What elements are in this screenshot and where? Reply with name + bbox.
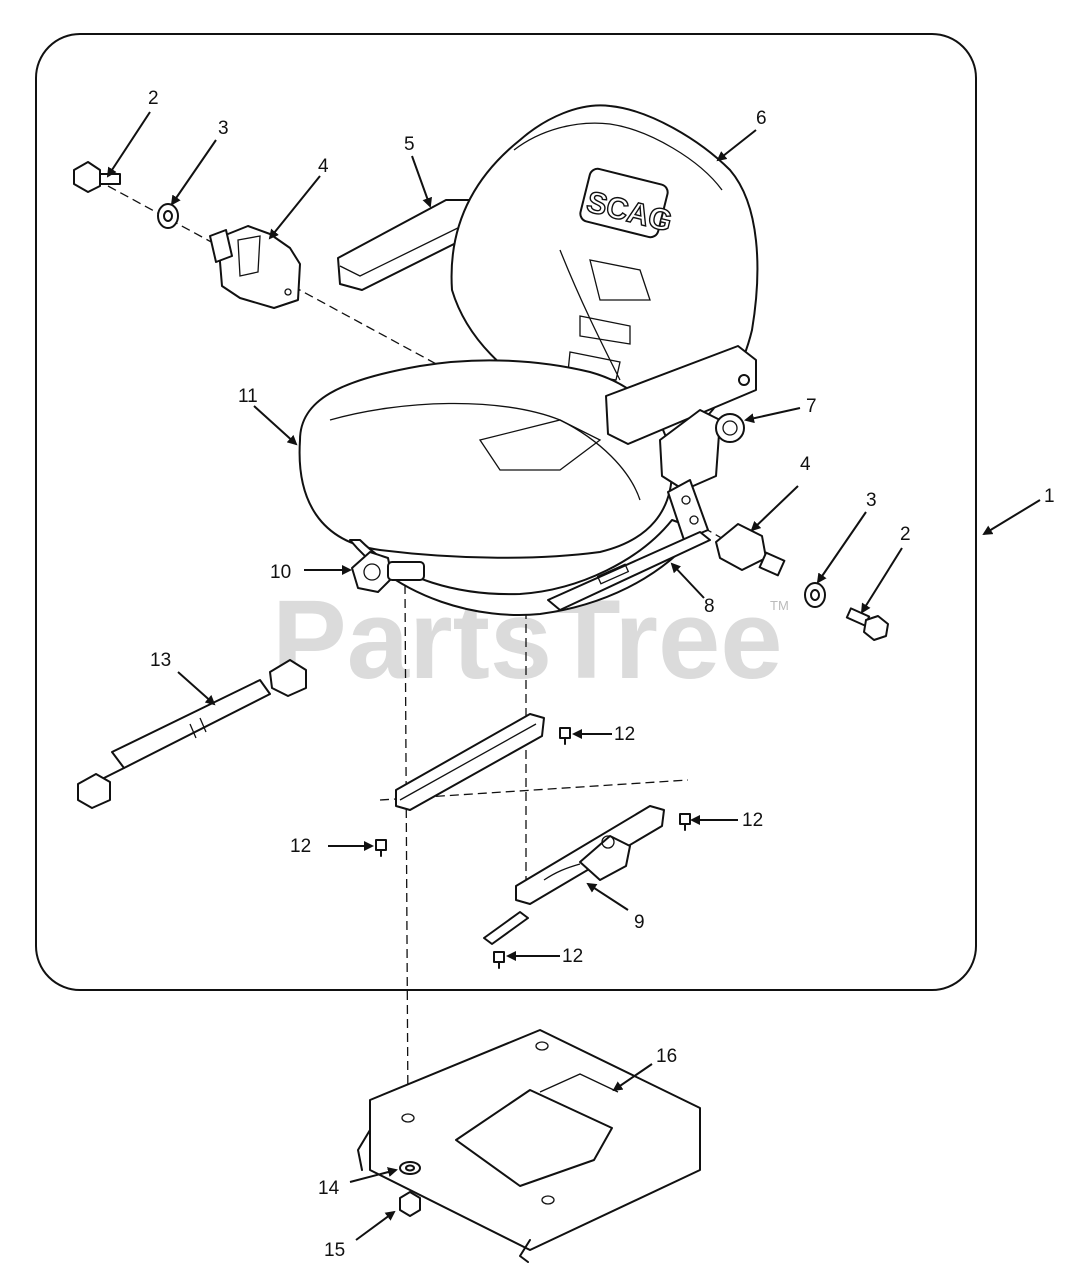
screw-part-12-a — [559, 727, 571, 745]
leader-arrows — [106, 111, 1041, 1241]
callout-4-right: 4 — [800, 454, 811, 475]
callout-9: 9 — [634, 912, 645, 933]
adjust-knob-part-7 — [715, 413, 745, 443]
callout-6: 6 — [756, 108, 767, 129]
callout-8: 8 — [704, 596, 715, 617]
washer-part-3-right — [804, 582, 826, 608]
bolt-part-2-right — [845, 607, 889, 641]
screw-part-12-c — [679, 813, 691, 831]
callout-2-right: 2 — [900, 524, 911, 545]
screw-part-12-b — [375, 839, 387, 857]
washer-part-14 — [399, 1161, 421, 1175]
armrest-right-with-knob — [605, 345, 757, 491]
belt-buckle-part-4-left — [209, 225, 301, 309]
callout-11: 11 — [238, 386, 258, 407]
slide-rail-left — [395, 713, 545, 811]
callout-1: 1 — [1044, 486, 1055, 507]
screw-part-12-d — [493, 951, 505, 969]
callout-16: 16 — [656, 1046, 677, 1067]
callout-12-d: 12 — [562, 946, 583, 967]
callout-14: 14 — [318, 1178, 340, 1199]
assembly-boundary — [35, 33, 977, 991]
callout-15: 15 — [324, 1240, 345, 1261]
nut-part-15 — [399, 1191, 421, 1217]
callout-12-b: 12 — [290, 836, 311, 857]
mounting-plate-part-16 — [357, 1029, 701, 1263]
callout-7: 7 — [806, 396, 817, 417]
callout-5: 5 — [404, 134, 415, 155]
watermark-tm: TM — [770, 598, 789, 613]
seat-cushion-part-11 — [298, 359, 701, 616]
callout-2-left: 2 — [148, 88, 159, 109]
callout-3-left: 3 — [218, 118, 229, 139]
bolt-part-2-left — [73, 161, 121, 193]
callout-labels: 1 2 3 4 5 6 7 11 10 4 3 2 8 13 12 12 12 … — [148, 88, 1055, 1261]
side-rail-part-8 — [547, 479, 711, 611]
belt-buckle-part-4-right — [715, 523, 786, 577]
callout-13: 13 — [150, 650, 171, 671]
callout-4-left: 4 — [318, 156, 329, 177]
wiring-harness-part-13 — [77, 659, 307, 809]
callout-12-a: 12 — [614, 724, 635, 745]
slide-rail-part-9 — [483, 805, 665, 945]
washer-part-3-left — [157, 203, 179, 229]
callout-10: 10 — [270, 562, 291, 583]
knob-part-10 — [351, 551, 425, 593]
callout-12-c: 12 — [742, 810, 763, 831]
callout-3-right: 3 — [866, 490, 877, 511]
